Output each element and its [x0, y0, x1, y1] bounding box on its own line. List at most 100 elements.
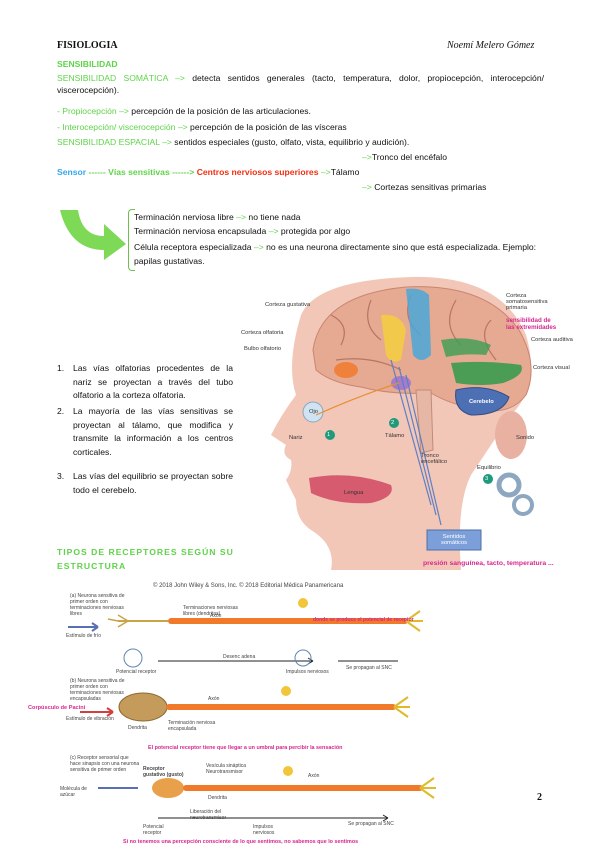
label-corteza-olfatoria: Corteza olfatoria [241, 330, 284, 336]
diagram-c-axon: Axón [308, 773, 320, 779]
numbered-list: 1. Las vías olfatorias procedentes de la… [57, 362, 237, 502]
diagram-a-note: donde se produce el potencial de recepto… [313, 617, 414, 623]
diagram-a-desenc: Desenc adena [223, 654, 256, 660]
list-num: 1. [57, 363, 65, 373]
list-item: 2. La mayoría de las vías sensitivas se … [57, 405, 237, 461]
list-text: La mayoría de las vías sensitivas se pro… [73, 406, 233, 457]
label-cerebelo: Cerebelo [469, 399, 494, 405]
bracket-l1-end: no tiene nada [248, 212, 301, 222]
head-brain-figure [271, 276, 534, 570]
pathway-centros: Centros nerviosos superiores [196, 167, 319, 177]
diagram-c-label: (c) Receptor sensorial que hace sinapsis… [70, 755, 140, 773]
bracket-l2-end: protegida por algo [280, 226, 351, 236]
label-sens-extremidades: sensibilidad de las extremidades [506, 317, 557, 331]
diagram-b-term: Terminación nerviosa encapsulada [168, 720, 216, 732]
pathway-arrow: –> [320, 167, 331, 177]
pathway-line: Sensor ------ Vías sensitivas ------> Ce… [57, 166, 359, 178]
label-sentidos-somaticos: Sentidos somáticos [440, 534, 468, 546]
cortezas-line: –> Cortezas sensitivas primarias [362, 181, 486, 193]
label-equilibrio: Equilibrio [477, 465, 501, 471]
badge-3: 3 [485, 476, 489, 482]
diagram-a-snc: Se propagan al SNC [346, 665, 392, 671]
diagram-c-impulsos: Impulsos nerviosos [253, 824, 275, 836]
list-num: 2. [57, 406, 65, 416]
diagram-b-estimulo: Estímulo de vibración [66, 716, 114, 722]
propiocepcion-text: percepción de la posición de las articul… [131, 106, 311, 116]
espacial-line: SENSIBILIDAD ESPACIAL –> sentidos especi… [57, 136, 409, 148]
label-tronco: Tronco encefálico [421, 453, 448, 465]
diagram-c-note: Si no tenemos una percepción consciente … [123, 839, 359, 845]
section-title: SENSIBILIDAD [57, 59, 118, 69]
somatica-text: detecta sentidos generales (tacto, tempe… [57, 73, 545, 96]
bracket-line [128, 209, 135, 271]
propiocepcion-line: - Propiocepción –> percepción de la posi… [57, 105, 311, 117]
diagram-b-note: El potencial receptor tiene que llegar a… [148, 745, 343, 751]
tronco-arrow: –> [362, 152, 372, 162]
receptores-title: TIPOS DE RECEPTORES SEGÚN SU ESTRUCTURA [57, 547, 234, 571]
pathway-vias: ------ Vías sensitivas ------> [88, 167, 195, 177]
bracket-l1: Terminación nerviosa libre [134, 212, 234, 222]
propiocepcion-label: - Propiocepción –> [57, 106, 129, 116]
diagram-c-vesic: Vesícula sináptica [206, 763, 247, 769]
list-text: Las vías del equilibrio se proyectan sob… [73, 471, 233, 495]
label-sonido: Sonido [516, 435, 535, 441]
cortezas-text: Cortezas sensitivas primarias [374, 182, 487, 192]
diagram-copyright: © 2018 John Wiley & Sons, Inc. © 2018 Ed… [153, 583, 344, 589]
bracket-l2-arrow: –> [268, 226, 279, 236]
label-corteza-gustativa: Corteza gustativa [265, 302, 311, 308]
diagram-a-pot: Potencial receptor [116, 669, 157, 675]
diagram-a-term: Terminaciones nerviosas libres (dendrita… [183, 605, 239, 617]
bracket-line-3: Célula receptora especializada –> no es … [134, 240, 559, 268]
list-text: Las vías olfatorias procedentes de la na… [73, 363, 233, 400]
bracket-line-2: Terminación nerviosa encapsulada –> prot… [134, 225, 350, 237]
interocepcion-label: - Interocepción/ viscerocepción –> [57, 122, 188, 132]
label-somatosensitiva: Corteza somatosensitiva primaria [506, 293, 548, 311]
bracket-l3-arrow: –> [253, 242, 264, 252]
page-number: 2 [537, 792, 542, 803]
interocepcion-line: - Interocepción/ viscerocepción –> perce… [57, 121, 347, 133]
curved-arrow-icon [60, 210, 126, 260]
label-corteza-visual: Corteza visual [533, 365, 570, 371]
label-lengua: Lengua [344, 490, 364, 496]
header-subject: FISIOLOGIA [57, 40, 118, 51]
bracket-l3-end: no es una neurona directamente sino que … [134, 242, 537, 266]
receptor-figure [68, 598, 436, 822]
bracket-line-1: Terminación nerviosa libre –> no tiene n… [134, 211, 301, 223]
badge-1: 1 [327, 432, 331, 438]
list-item: 1. Las vías olfatorias procedentes de la… [57, 362, 237, 402]
diagram-c-snc: Se propagan al SNC [348, 821, 394, 827]
bracket-l1-arrow: –> [236, 212, 247, 222]
list-item: 3. Las vías del equilibrio se proyectan … [57, 470, 237, 500]
label-presion: presión sanguínea, tacto, temperatura ..… [423, 560, 554, 567]
bracket-l2: Terminación nerviosa encapsulada [134, 226, 267, 236]
bracket-l3: Célula receptora especializada [134, 242, 252, 252]
diagram-c-pot: Potencial receptor [143, 824, 164, 836]
diagram-a-estimulo: Estímulo de frío [66, 633, 102, 639]
diagram-c-gust: Receptor gustativo (gusto) [143, 766, 184, 778]
diagram-b-label: (b) Neurona sensitiva de primer orden co… [70, 678, 125, 702]
diagram-b-dendrita: Dendrita [128, 725, 147, 731]
diagram-a-label: (a) Neurona sensitiva de primer orden co… [70, 593, 125, 617]
somatica-label: SENSIBILIDAD SOMÁTICA –> [57, 73, 185, 83]
label-bulbo-olfatorio: Bulbo olfatorio [244, 346, 282, 352]
espacial-text: sentidos especiales (gusto, olfato, vist… [174, 137, 410, 147]
tronco-line: –>Tronco del encéfalo [362, 151, 447, 163]
label-corteza-auditiva: Corteza auditiva [531, 337, 573, 343]
cortezas-arrow: –> [362, 182, 372, 192]
badge-2: 2 [391, 420, 395, 426]
diagram-c-dendrita: Dendrita [208, 795, 227, 801]
interocepcion-text: percepción de la posición de las víscera… [190, 122, 347, 132]
diagram-b-pacini: Corpúsculo de Pacini [28, 705, 86, 711]
header-author: Noemí Melero Gómez [447, 40, 535, 51]
diagram-b-axon: Axón [208, 696, 220, 702]
list-num: 3. [57, 471, 65, 481]
diagram-a-impulsos: Impulsos nerviosos [286, 669, 329, 675]
label-talamo: Tálamo [385, 433, 405, 439]
receptor-diagram: © 2018 John Wiley & Sons, Inc. © 2018 Ed… [28, 583, 528, 848]
diagram-c-neuro: Neurotransmisor [206, 769, 243, 775]
brain-illustration: Corteza gustativa Corteza olfatoria Bulb… [241, 275, 573, 570]
label-nariz: Nariz [289, 435, 303, 441]
espacial-label: SENSIBILIDAD ESPACIAL –> [57, 137, 172, 147]
diagram-a-axon: Axón [210, 613, 222, 619]
diagram-c-liber: Liberación del neurotransmisor [190, 809, 227, 821]
